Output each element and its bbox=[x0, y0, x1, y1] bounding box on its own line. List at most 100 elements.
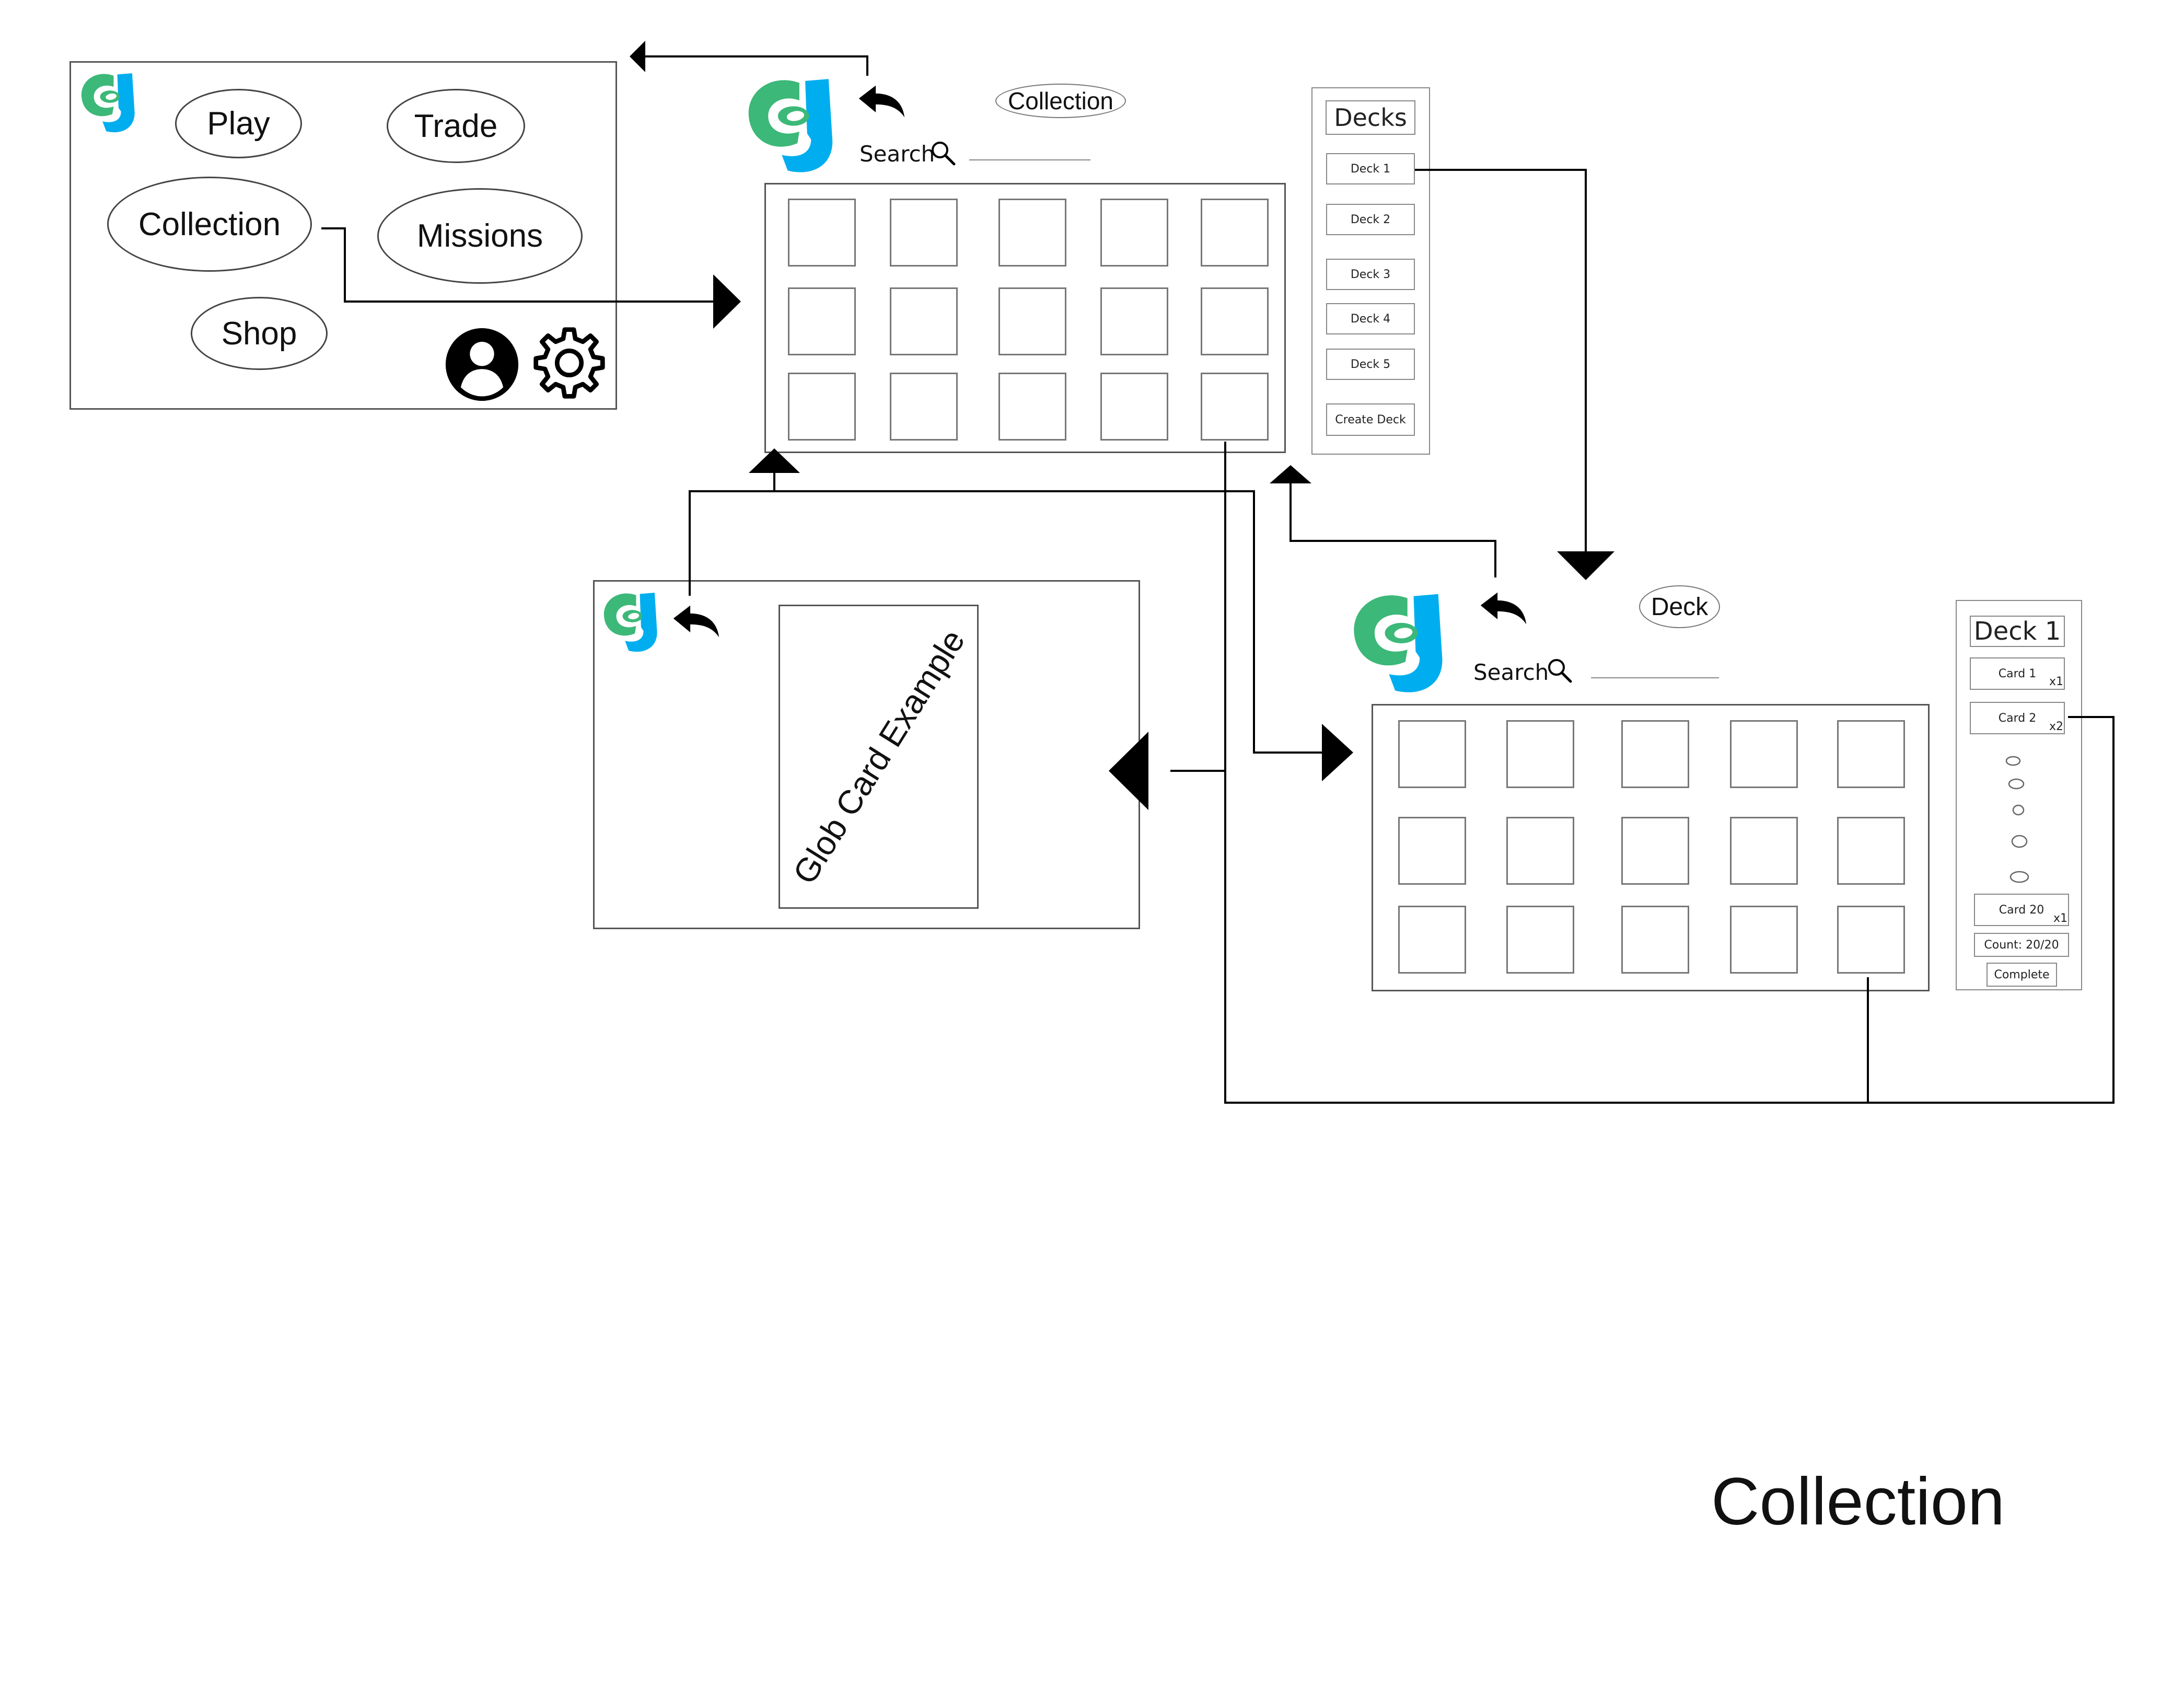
deck-title: Deck bbox=[1639, 585, 1720, 628]
deck-3-label: Deck 3 bbox=[1350, 268, 1391, 281]
card-slot[interactable] bbox=[1837, 906, 1905, 974]
complete-button[interactable]: Complete bbox=[1986, 963, 2057, 987]
back-arrow-icon[interactable] bbox=[857, 84, 907, 120]
card-slot[interactable] bbox=[1730, 817, 1798, 885]
deck-card-2-qty: x2 bbox=[2049, 720, 2064, 733]
decks-panel-title: Decks bbox=[1326, 100, 1415, 135]
card-slot[interactable] bbox=[1201, 287, 1269, 355]
deck-card-20[interactable]: Card 20 bbox=[1974, 894, 2069, 926]
deck-2-label: Deck 2 bbox=[1350, 213, 1391, 226]
card-slot[interactable] bbox=[1398, 906, 1466, 974]
app-logo-icon bbox=[748, 79, 833, 172]
deck-4-button[interactable]: Deck 4 bbox=[1326, 303, 1415, 334]
connector-line bbox=[689, 490, 1322, 754]
deck-card-grid bbox=[1372, 704, 1930, 991]
arrowhead bbox=[713, 274, 741, 329]
back-arrow-icon[interactable] bbox=[1479, 591, 1528, 627]
collection-search-label: Search bbox=[859, 141, 935, 167]
collection-card-grid bbox=[764, 183, 1286, 453]
card-slot[interactable] bbox=[1398, 817, 1466, 885]
deck-count-label: Count: 20/20 bbox=[1984, 938, 2059, 952]
connector-line bbox=[321, 227, 716, 303]
card-slot[interactable] bbox=[788, 373, 856, 441]
deck-card-20-label: Card 20 bbox=[1999, 903, 2044, 917]
collection-search-input[interactable] bbox=[969, 159, 1090, 160]
card-slot[interactable] bbox=[1837, 817, 1905, 885]
missions-label: Missions bbox=[416, 218, 543, 254]
card-slot[interactable] bbox=[1730, 720, 1798, 788]
card-slot[interactable] bbox=[788, 287, 856, 355]
deck-search-input[interactable] bbox=[1591, 677, 1719, 678]
connector-line bbox=[1290, 483, 1496, 577]
deck-5-label: Deck 5 bbox=[1350, 357, 1391, 371]
arrowhead bbox=[1109, 732, 1148, 810]
deck-3-button[interactable]: Deck 3 bbox=[1326, 259, 1415, 290]
arrowhead bbox=[1557, 551, 1614, 580]
trade-button[interactable]: Trade bbox=[387, 89, 525, 163]
settings-gear-icon[interactable] bbox=[531, 325, 607, 401]
card-slot[interactable] bbox=[890, 287, 958, 355]
card-slot[interactable] bbox=[1621, 720, 1689, 788]
deck-5-button[interactable]: Deck 5 bbox=[1326, 349, 1415, 380]
deck-card-1[interactable]: Card 1 bbox=[1970, 657, 2065, 690]
complete-label: Complete bbox=[1994, 968, 2050, 981]
card-slot[interactable] bbox=[1506, 906, 1574, 974]
arrowhead bbox=[1322, 724, 1353, 781]
search-icon[interactable] bbox=[930, 140, 956, 166]
shop-button[interactable]: Shop bbox=[191, 297, 328, 370]
deck-count-badge: Count: 20/20 bbox=[1974, 933, 2069, 957]
connector-line bbox=[643, 55, 868, 76]
trade-label: Trade bbox=[414, 108, 498, 144]
card-slot[interactable] bbox=[1201, 199, 1269, 267]
page-caption: Collection bbox=[1711, 1464, 2005, 1539]
card-slot[interactable] bbox=[998, 287, 1066, 355]
card-slot[interactable] bbox=[1100, 199, 1168, 267]
play-label: Play bbox=[207, 106, 270, 142]
card-slot[interactable] bbox=[890, 373, 958, 441]
card-slot[interactable] bbox=[788, 199, 856, 267]
deck-card-2[interactable]: Card 2 bbox=[1970, 702, 2065, 734]
profile-icon[interactable] bbox=[444, 327, 520, 402]
arrowhead bbox=[630, 41, 645, 72]
collection-title: Collection bbox=[995, 84, 1126, 118]
back-arrow-icon[interactable] bbox=[671, 604, 721, 640]
card-slot[interactable] bbox=[1621, 906, 1689, 974]
deck-1-button[interactable]: Deck 1 bbox=[1326, 153, 1415, 184]
card-slot[interactable] bbox=[1201, 373, 1269, 441]
card-slot[interactable] bbox=[1100, 287, 1168, 355]
card-slot[interactable] bbox=[1730, 906, 1798, 974]
card-slot[interactable] bbox=[1621, 817, 1689, 885]
card-slot[interactable] bbox=[1100, 373, 1168, 441]
card-slot[interactable] bbox=[998, 373, 1066, 441]
deck-list-title-label: Deck 1 bbox=[1973, 617, 2061, 646]
card-slot[interactable] bbox=[1837, 720, 1905, 788]
deck-card-1-label: Card 1 bbox=[1998, 667, 2037, 680]
card-slot[interactable] bbox=[890, 199, 958, 267]
play-button[interactable]: Play bbox=[175, 89, 302, 158]
decks-title-label: Decks bbox=[1334, 103, 1407, 132]
deck-list-title: Deck 1 bbox=[1970, 616, 2065, 647]
missions-button[interactable]: Missions bbox=[377, 188, 583, 284]
collection-button[interactable]: Collection bbox=[107, 177, 312, 272]
app-logo-icon bbox=[1354, 594, 1443, 692]
card-slot[interactable] bbox=[998, 199, 1066, 267]
connector-line bbox=[1415, 169, 1587, 551]
deck-2-button[interactable]: Deck 2 bbox=[1326, 204, 1415, 235]
deck-title-label: Deck bbox=[1651, 593, 1709, 621]
card-slot[interactable] bbox=[1398, 720, 1466, 788]
arrowhead bbox=[1270, 465, 1311, 483]
create-deck-button[interactable]: Create Deck bbox=[1326, 403, 1415, 436]
ellipsis-dots-icon bbox=[2005, 756, 2029, 883]
connector-line bbox=[1224, 442, 2115, 1104]
deck-card-20-qty: x1 bbox=[2053, 912, 2068, 925]
deck-card-2-label: Card 2 bbox=[1998, 711, 2037, 725]
card-slot[interactable] bbox=[1506, 817, 1574, 885]
collection-label: Collection bbox=[138, 206, 281, 242]
deck-search-label: Search bbox=[1473, 660, 1549, 685]
deck-4-label: Deck 4 bbox=[1350, 312, 1391, 326]
deck-1-label: Deck 1 bbox=[1350, 162, 1391, 176]
card-slot[interactable] bbox=[1506, 720, 1574, 788]
search-icon[interactable] bbox=[1547, 657, 1573, 684]
